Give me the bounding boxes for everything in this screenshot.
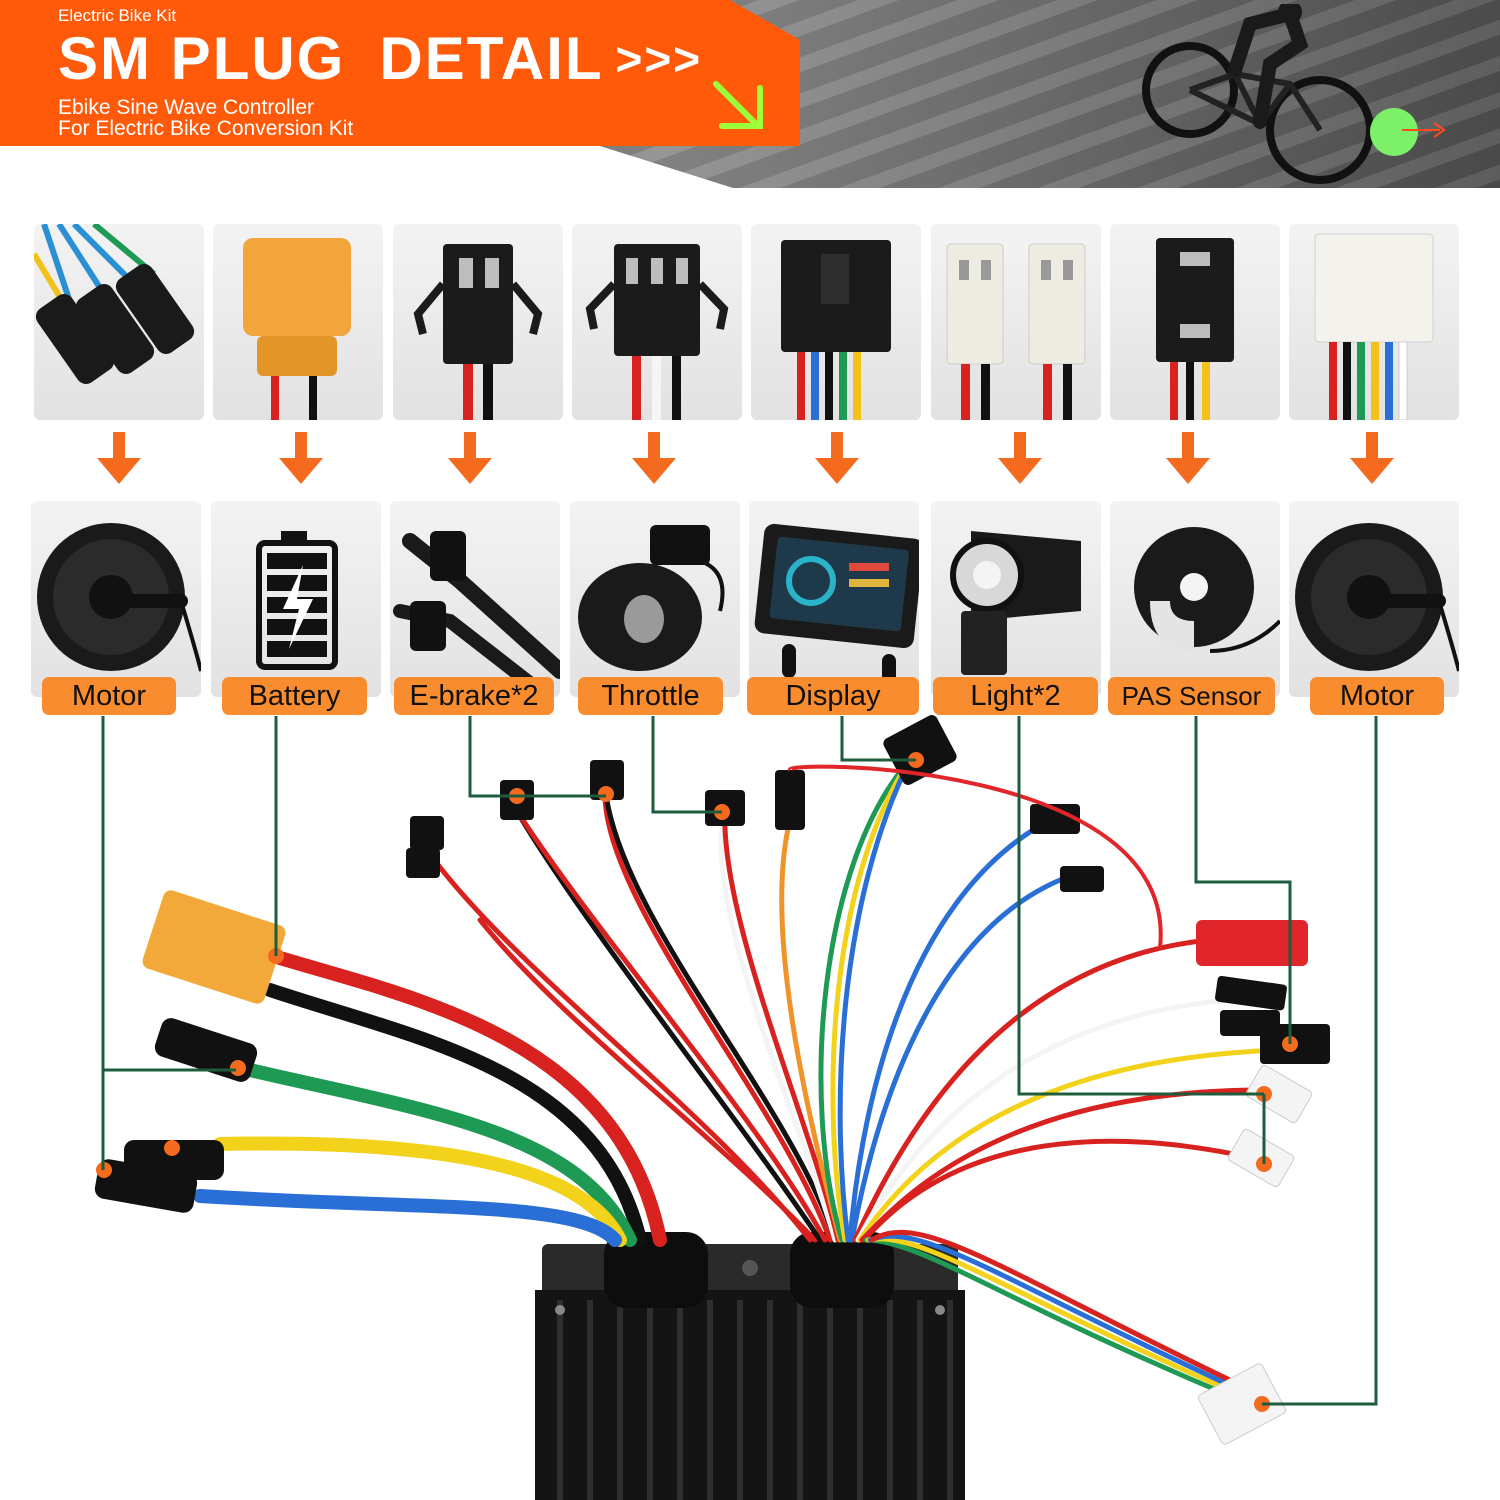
ebrake-connector (406, 848, 440, 878)
cyclist-icon (1142, 4, 1374, 184)
down-arrow-icon (97, 432, 141, 484)
title-part-1: SM PLUG (58, 25, 346, 92)
hub-motor-icon (37, 523, 201, 672)
battery-icon (256, 531, 338, 670)
title-panel: Electric Bike Kit SM PLUG DETAIL>>> Ebike… (0, 0, 800, 146)
thumb-throttle-icon (578, 525, 725, 671)
battery-plug-icon (243, 238, 351, 420)
component-tile-throttle (570, 501, 740, 697)
down-arrow-icon (998, 432, 1042, 484)
label-throttle: Throttle (578, 677, 723, 715)
ebrake-connector (410, 816, 444, 850)
lcd-display-icon (754, 523, 919, 688)
hero-banner: Electric Bike Kit SM PLUG DETAIL>>> Ebike… (0, 0, 1500, 188)
down-arrow-icon (632, 432, 676, 484)
kit-label: Electric Bike Kit (58, 6, 177, 25)
pas-plug-icon (1156, 238, 1234, 420)
down-arrow-icon (1350, 432, 1394, 484)
subtitle-line-1: Ebike Sine Wave Controller (58, 96, 314, 119)
plug-tile-battery (213, 224, 383, 420)
brake-lever-icon (393, 531, 560, 697)
label-motor-1: Motor (42, 677, 176, 715)
component-tile-pas-sensor (1110, 501, 1280, 697)
component-tile-light (931, 501, 1101, 697)
ebrake-connector (590, 760, 624, 800)
pas-disc-icon (1134, 527, 1280, 653)
plug-tile-light (931, 224, 1101, 420)
label-ebrake: E-brake*2 (394, 677, 554, 715)
label-battery: Battery (222, 677, 367, 715)
title-chevrons: >>> (615, 33, 703, 85)
plug-tile-pas-sensor (1110, 224, 1280, 420)
label-motor-2: Motor (1310, 677, 1444, 715)
motor-plug-icon (34, 224, 195, 384)
component-tile-display (749, 501, 919, 697)
motor-phase-connector (94, 1159, 198, 1213)
title-part-2: DETAIL (379, 25, 604, 92)
diagonal-arrow-icon (713, 81, 763, 129)
red-arrow-icon (1402, 122, 1446, 138)
subtitle-line-2: For Electric Bike Conversion Kit (58, 117, 354, 140)
throttle-plug-icon (585, 244, 729, 420)
signal-connector (1215, 975, 1287, 1011)
label-light: Light*2 (933, 677, 1098, 715)
component-tile-ebrake (390, 501, 560, 697)
component-tile-battery (211, 501, 381, 697)
signal-connector (1030, 804, 1080, 834)
down-arrow-icon (448, 432, 492, 484)
plug-tile-ebrake (393, 224, 563, 420)
controller-box (535, 1232, 965, 1500)
ebrake-plug-icon (413, 244, 543, 420)
hall-plug-icon (1314, 233, 1434, 420)
light-plug-icon (946, 243, 1086, 420)
label-display: Display (747, 677, 919, 715)
hall-connector (1197, 1363, 1287, 1445)
battery-connector-xt60 (142, 890, 286, 1004)
down-arrow-icon (279, 432, 323, 484)
down-arrow-icon (1166, 432, 1210, 484)
plug-tile-motor-2 (1289, 224, 1459, 420)
ebrake-loop-connector (775, 770, 805, 830)
green-dot-icon (1370, 108, 1418, 156)
display-plug-icon (781, 240, 891, 420)
component-tile-motor-1 (31, 501, 201, 697)
plug-tile-throttle (572, 224, 742, 420)
headlight-icon (950, 531, 1081, 675)
component-tile-motor-2 (1289, 501, 1459, 697)
power-lock-connector (1196, 920, 1308, 966)
signal-connector (1060, 866, 1104, 892)
motor-phase-connector (154, 1018, 258, 1082)
wiring-diagram (94, 715, 1378, 1500)
label-pas-sensor: PAS Sensor (1108, 677, 1275, 715)
hub-motor-icon (1295, 523, 1459, 672)
down-arrow-icon (815, 432, 859, 484)
display-connector (883, 715, 957, 785)
light-connector (1245, 1064, 1313, 1124)
plug-tile-display (751, 224, 921, 420)
page-title: SM PLUG DETAIL>>> (58, 26, 702, 92)
plug-tile-motor-1 (34, 224, 204, 420)
